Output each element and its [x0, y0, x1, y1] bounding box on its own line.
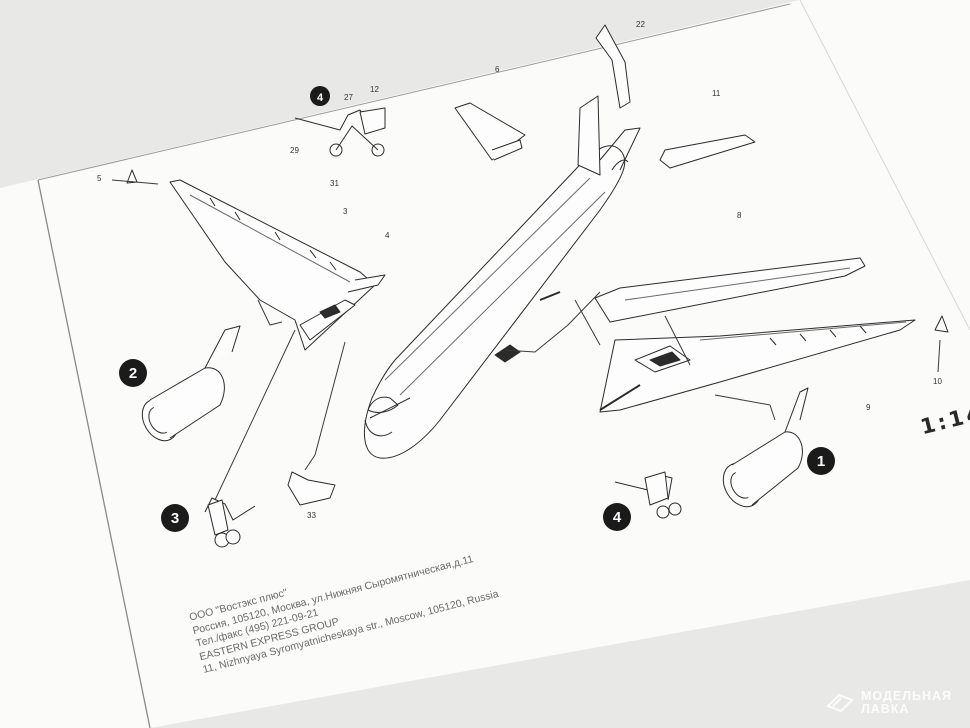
- svg-text:22: 22: [636, 20, 645, 29]
- svg-text:4: 4: [317, 92, 324, 104]
- svg-text:11: 11: [712, 89, 721, 98]
- step-badge-4-lower: 4: [603, 503, 631, 531]
- svg-text:6: 6: [495, 65, 500, 74]
- svg-text:31: 31: [330, 179, 339, 188]
- svg-text:29: 29: [290, 146, 299, 155]
- svg-text:4: 4: [385, 231, 390, 240]
- step-badge-4-upper: 4: [310, 86, 330, 106]
- main-gear-step-3-drawing: [204, 497, 256, 548]
- svg-text:8: 8: [737, 211, 742, 220]
- step-badge-1: 1: [807, 447, 835, 475]
- svg-text:1: 1: [817, 453, 825, 470]
- left-wing-drawing: [169, 179, 386, 351]
- part-10-tip-drawing: [934, 315, 949, 333]
- assembly-arrows: [111, 179, 941, 501]
- step-badge-3: 3: [161, 504, 189, 532]
- part-5-tip-drawing: [126, 169, 138, 184]
- left-engine-drawing: [141, 325, 241, 442]
- stabilizer-parts-drawing: [454, 24, 756, 169]
- svg-text:3: 3: [171, 510, 179, 527]
- nose-gear-detail-drawing: [294, 107, 386, 157]
- svg-text:3: 3: [343, 207, 348, 216]
- svg-text:12: 12: [370, 85, 379, 94]
- part-33-drawing: [287, 471, 336, 506]
- svg-text:33: 33: [307, 511, 316, 520]
- step-badge-2: 2: [119, 359, 147, 387]
- sheet-border: [37, 179, 151, 728]
- right-engine-drawing: [722, 387, 809, 508]
- step-badges: 1 2 3 4 4: [119, 86, 835, 532]
- svg-text:5: 5: [97, 174, 102, 183]
- svg-text:10: 10: [933, 377, 942, 386]
- svg-text:9: 9: [866, 403, 871, 412]
- svg-text:2: 2: [129, 365, 137, 382]
- main-gear-step-4-drawing: [614, 471, 682, 519]
- fuselage-drawing: [363, 95, 641, 459]
- svg-text:27: 27: [344, 93, 353, 102]
- part-number-labels: 5 3 4 6 22 11 8 9 10 12 27 29 31 33: [97, 20, 942, 520]
- svg-text:4: 4: [613, 509, 622, 526]
